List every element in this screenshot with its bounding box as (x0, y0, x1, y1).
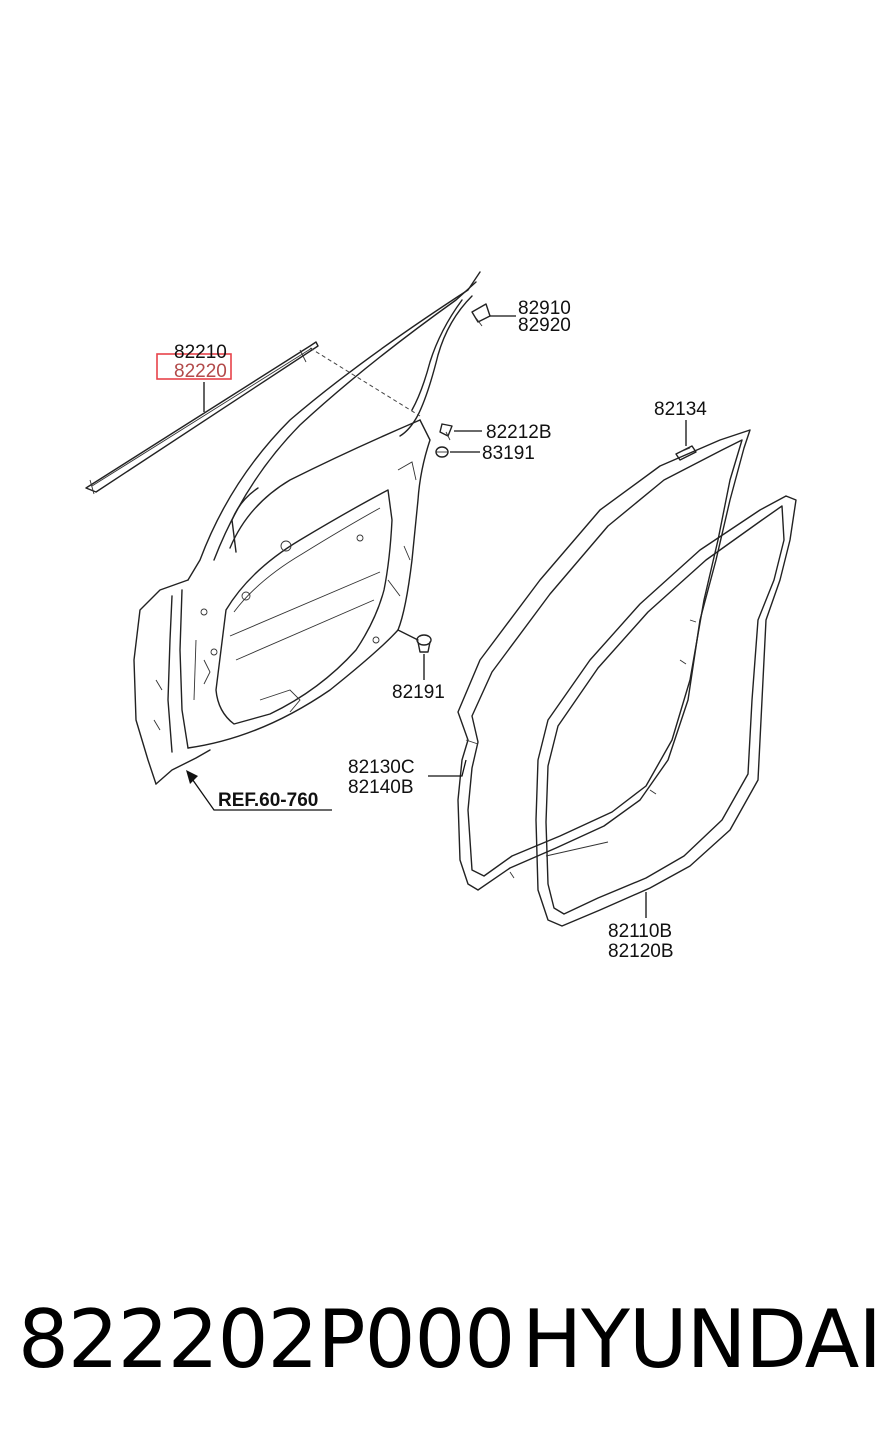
door-weatherstrip-82130C (457, 429, 751, 891)
body-weatherstrip-82110B (535, 495, 797, 927)
callout-83191: 83191 (482, 443, 535, 464)
clip-82134-icon (675, 445, 697, 461)
clip-82910-icon (471, 303, 491, 327)
callout-82130C: 82130C (348, 757, 415, 778)
screw-82212B-icon (439, 423, 453, 441)
callout-82212B: 82212B (486, 422, 552, 443)
callout-82210: 82210 (174, 342, 227, 363)
callout-82140B: 82140B (348, 777, 414, 798)
callout-82120B: 82120B (608, 941, 674, 962)
footer: 822202P000 HYUNDAI (0, 1290, 886, 1400)
callout-82110B: 82110B (608, 921, 672, 942)
callout-82910: 82910 (518, 298, 571, 319)
ref-arrow-icon (186, 770, 332, 811)
part-number: 822202P000 (18, 1293, 515, 1386)
callout-82191: 82191 (392, 682, 445, 703)
leader-82130C (428, 759, 467, 777)
dashed-guide-line (309, 347, 421, 417)
highlight-box (156, 353, 232, 380)
belt-weatherstrip-82220 (85, 341, 319, 495)
ref-label: REF.60-760 (218, 790, 318, 811)
callout-82220: 82220 (174, 361, 227, 382)
plug-82191-icon (416, 634, 432, 653)
callout-82134: 82134 (654, 399, 707, 420)
door-panel (133, 271, 481, 785)
brand-name: HYUNDAI (522, 1293, 882, 1386)
plug-83191-icon (435, 446, 449, 458)
callout-82920: 82920 (518, 315, 571, 336)
